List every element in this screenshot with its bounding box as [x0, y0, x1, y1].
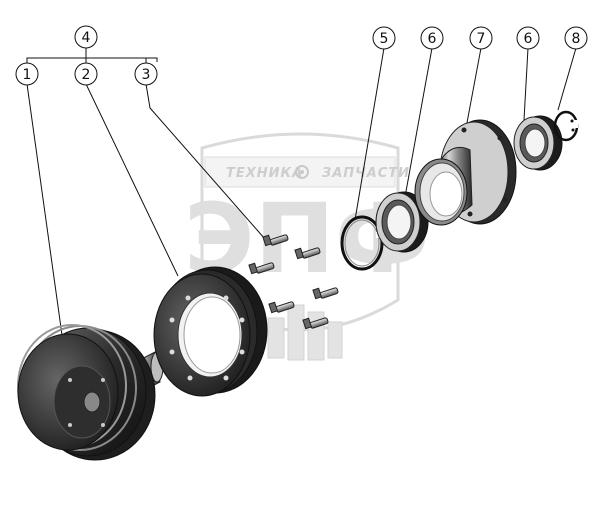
callout-6-left: 6 — [420, 26, 444, 50]
callout-label: 6 — [524, 31, 533, 47]
gear-icon — [295, 165, 309, 179]
callout-label: 7 — [477, 31, 486, 47]
callout-label: 4 — [82, 30, 91, 46]
callout-8: 8 — [564, 26, 588, 50]
callout-2: 2 — [74, 62, 98, 86]
part-1-pulley — [17, 324, 164, 461]
part-6-bearing-right — [513, 115, 563, 171]
callout-label: 8 — [572, 31, 581, 47]
bolt — [302, 317, 329, 330]
callout-label: 6 — [428, 31, 437, 47]
part-6-bearing-left — [375, 191, 429, 253]
callout-label: 2 — [82, 67, 91, 83]
callout-3: 3 — [134, 62, 158, 86]
callout-5: 5 — [372, 26, 396, 50]
watermark-left-text: ТЕХНИКА — [226, 166, 303, 181]
bolt — [268, 301, 295, 314]
callout-4: 4 — [74, 25, 98, 49]
leader-lines — [26, 47, 577, 336]
part-2-damper-disc — [153, 266, 268, 397]
part-3-bolts — [248, 234, 339, 330]
bolt — [312, 287, 339, 300]
callout-label: 3 — [142, 67, 151, 83]
bolt — [262, 234, 289, 247]
callout-label: 1 — [23, 67, 32, 83]
callout-6-right: 6 — [516, 26, 540, 50]
bolt — [294, 247, 321, 260]
part-7-flange-housing — [414, 119, 517, 226]
watermark-buildings-icon — [267, 304, 343, 361]
callout-7: 7 — [469, 26, 493, 50]
watermark-right-text: ЗАПЧАСТИ — [322, 166, 410, 181]
callout-1: 1 — [15, 62, 39, 86]
bolt — [248, 262, 275, 275]
callout-label: 5 — [380, 31, 389, 47]
part-8-circlip — [553, 110, 579, 142]
